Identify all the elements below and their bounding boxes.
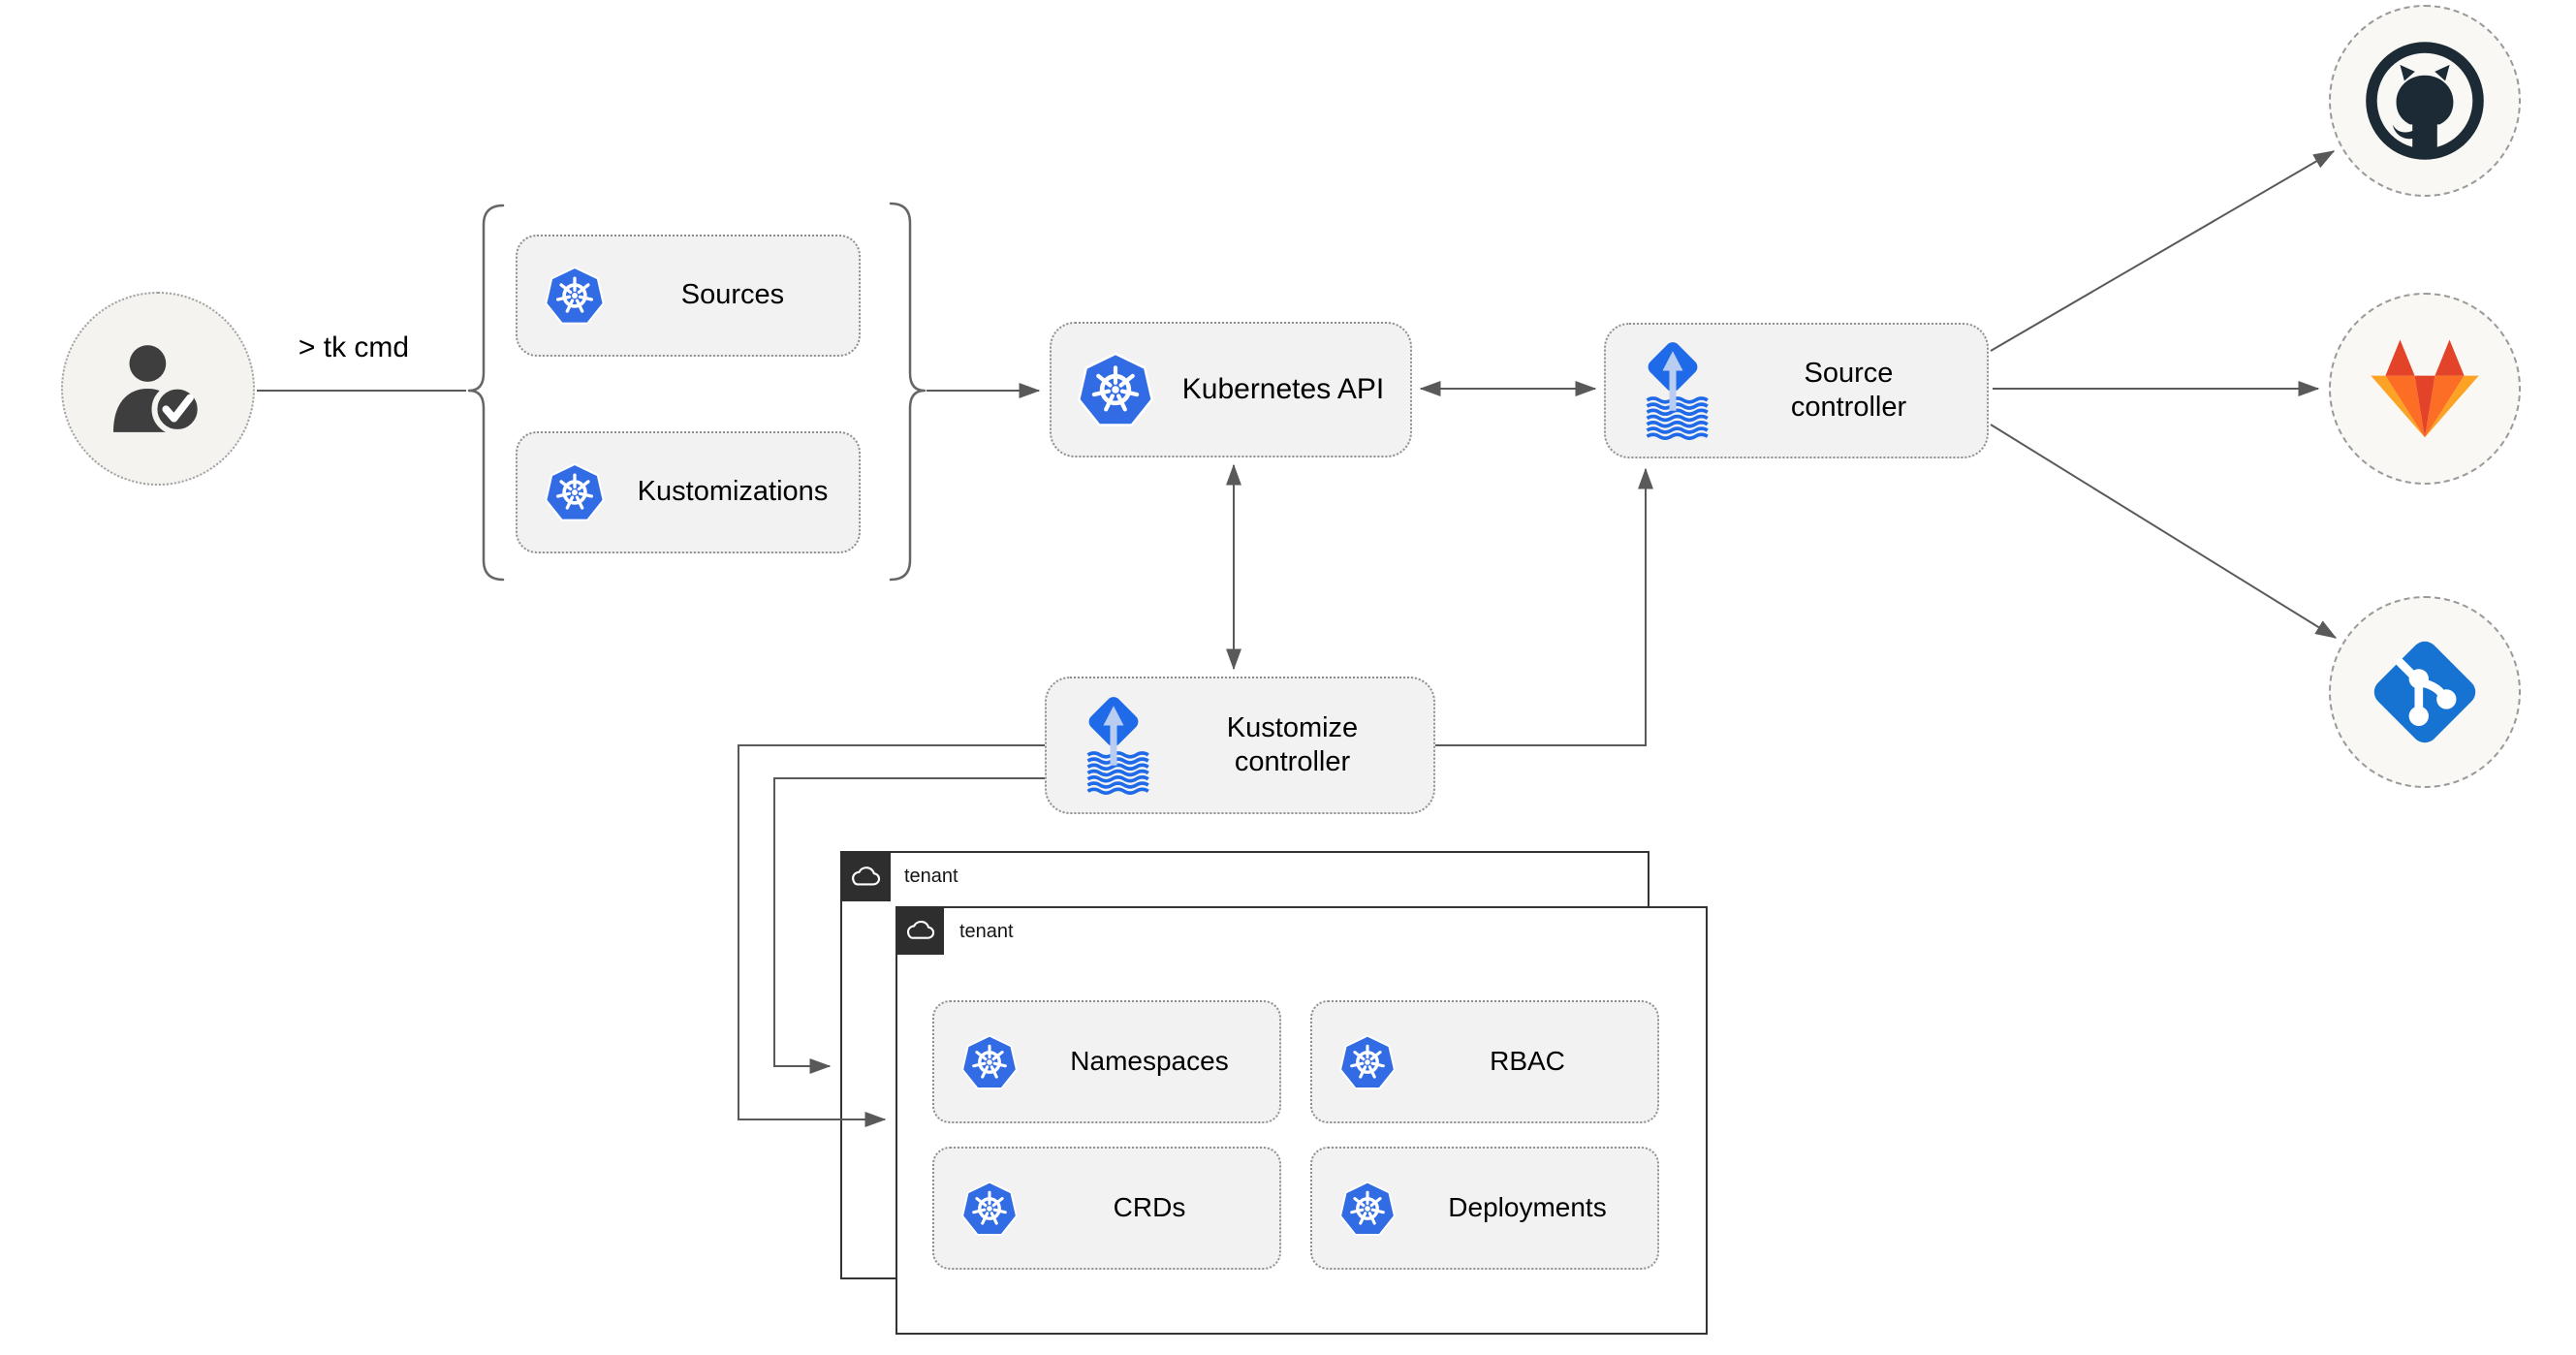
right-brace [889,202,927,582]
source-controller-node[interactable]: Source controller [1604,323,1989,458]
gitlab-node[interactable] [2329,293,2521,485]
rbac-node[interactable]: RBAC [1310,1000,1659,1123]
gitlab-icon [2369,336,2481,442]
kubernetes-icon [543,264,607,328]
user-node[interactable] [61,292,255,486]
kubernetes-icon [1075,349,1156,430]
deployments-label: Deployments [1448,1192,1607,1223]
kubernetes-icon [959,1179,1020,1239]
kubernetes-icon [543,460,607,524]
flux-icon [1076,693,1151,799]
left-brace [467,204,505,582]
cloud-icon [895,906,944,955]
edge-kustomize-to-source-controller [1435,467,1653,746]
github-node[interactable] [2329,5,2521,197]
git-icon [2365,632,2485,752]
crds-node[interactable]: CRDs [932,1147,1281,1270]
github-icon [2363,39,2487,163]
tk-cmd-label: > tk cmd [298,331,410,363]
tenant-back-label: tenant [904,866,958,887]
cloud-icon [840,851,891,901]
tenant-front-label: tenant [959,921,1014,942]
edge-source-to-github [1990,150,2336,352]
kubernetes-icon [959,1032,1020,1092]
kubernetes-api-node[interactable]: Kubernetes API [1050,322,1412,457]
edge-source-to-git [1990,424,2338,639]
user-check-icon [101,331,215,446]
namespaces-label: Namespaces [1070,1046,1229,1077]
kustomizations-node[interactable]: Kustomizations [516,431,861,553]
source-controller-label: Source controller [1790,357,1907,423]
deployments-node[interactable]: Deployments [1310,1147,1659,1270]
kubernetes-icon [1337,1179,1398,1239]
rbac-label: RBAC [1490,1046,1565,1077]
sources-node[interactable]: Sources [516,235,861,357]
git-node[interactable] [2329,596,2521,788]
flux-icon [1635,338,1711,444]
namespaces-node[interactable]: Namespaces [932,1000,1281,1123]
kustomize-controller-label: Kustomize controller [1226,711,1359,777]
kustomize-controller-node[interactable]: Kustomize controller [1045,677,1435,814]
sources-label: Sources [680,279,785,311]
kustomizations-label: Kustomizations [637,476,829,508]
kubernetes-icon [1337,1032,1398,1092]
tenant-container-front[interactable]: tenant Namespaces RBAC CRDs Deployments [895,906,1708,1335]
kubernetes-api-label: Kubernetes API [1181,372,1385,405]
crds-label: CRDs [1113,1192,1186,1223]
